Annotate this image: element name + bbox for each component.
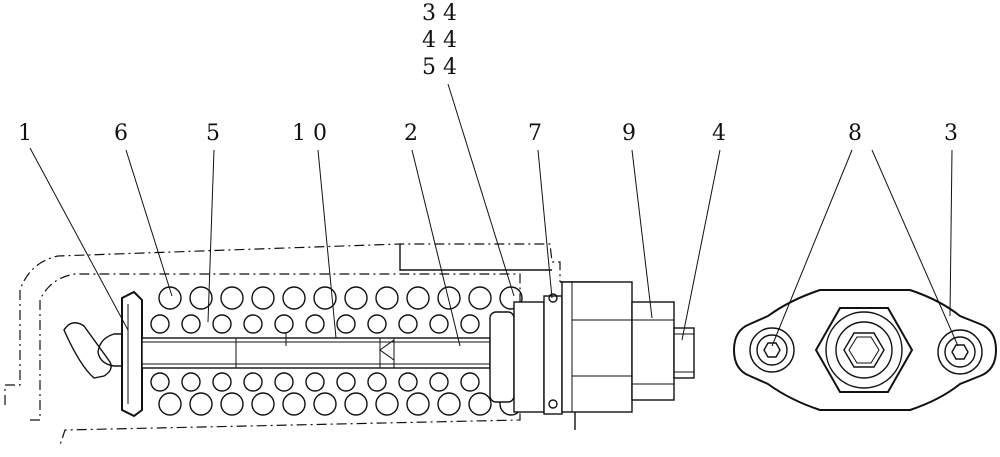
inner-spring-coil-top bbox=[181, 314, 201, 334]
outer-spring-coil-bottom bbox=[158, 392, 182, 416]
valve-stem bbox=[141, 332, 491, 369]
inner-spring-coil-bottom bbox=[429, 372, 449, 392]
right-hex-socket-bolt bbox=[937, 329, 983, 375]
label-7: 7 bbox=[528, 121, 542, 146]
left-hex-socket-bolt bbox=[749, 327, 795, 373]
outer-spring-coil-top bbox=[344, 286, 368, 310]
flange-cover bbox=[732, 289, 998, 411]
outer-spring-coil-bottom bbox=[344, 392, 368, 416]
inner-spring-coil-bottom bbox=[336, 372, 356, 392]
outer-spring-coil-bottom bbox=[251, 392, 275, 416]
outer-spring-coil-top bbox=[406, 286, 430, 310]
inner-spring-coil-bottom bbox=[305, 372, 325, 392]
label-4: 4 bbox=[712, 121, 726, 146]
outer-spring-coil-top bbox=[282, 286, 306, 310]
inner-spring-coil-top bbox=[398, 314, 418, 334]
outer-spring-coil-bottom bbox=[406, 392, 430, 416]
inner-spring-coil-top bbox=[150, 314, 170, 334]
callout-labels: 1 6 5 1 0 2 3 4 4 4 5 4 7 9 4 8 3 bbox=[18, 1, 958, 146]
adjuster-body bbox=[561, 281, 633, 413]
inner-spring-coil-top bbox=[243, 314, 263, 334]
outer-spring-coil-top bbox=[437, 286, 461, 310]
outer-spring-coil-top bbox=[189, 286, 213, 310]
inner-spring-coil-bottom bbox=[274, 372, 294, 392]
inner-spring-coil-top bbox=[460, 314, 480, 334]
label-9: 9 bbox=[622, 121, 636, 146]
inner-spring-coil-top bbox=[429, 314, 449, 334]
inner-spring-coil-bottom bbox=[243, 372, 263, 392]
left-seat bbox=[63, 290, 143, 418]
label-54: 5 4 bbox=[422, 55, 457, 80]
lock-nut bbox=[631, 301, 675, 401]
outer-spring-coil-top bbox=[468, 286, 492, 310]
inner-spring-coil-bottom bbox=[367, 372, 387, 392]
label-5: 5 bbox=[206, 121, 220, 146]
inner-spring-coil-top bbox=[212, 314, 232, 334]
leader-lines bbox=[29, 83, 959, 347]
outer-spring-coil-top bbox=[313, 286, 337, 310]
inner-spring-coil-bottom bbox=[460, 372, 480, 392]
inner-spring-coil-bottom bbox=[398, 372, 418, 392]
spring-retainer bbox=[489, 301, 545, 413]
inner-spring-coil-bottom bbox=[150, 372, 170, 392]
outer-spring-coil-top bbox=[251, 286, 275, 310]
inner-spring-coil-top bbox=[305, 314, 325, 334]
outer-spring-coil-bottom bbox=[375, 392, 399, 416]
outer-spring-coil-bottom bbox=[437, 392, 461, 416]
inner-spring-coil-top bbox=[367, 314, 387, 334]
inner-spring bbox=[150, 314, 480, 392]
outer-spring-coil-bottom bbox=[220, 392, 244, 416]
outer-spring-coil-top bbox=[375, 286, 399, 310]
outer-spring-coil-bottom bbox=[313, 392, 337, 416]
inner-spring-coil-top bbox=[274, 314, 294, 334]
inner-spring-coil-bottom bbox=[181, 372, 201, 392]
center-hex-plug bbox=[814, 307, 914, 393]
outer-spring-coil-bottom bbox=[282, 392, 306, 416]
outer-spring-coil-bottom bbox=[468, 392, 492, 416]
label-2: 2 bbox=[404, 121, 418, 146]
outer-spring-coil-top bbox=[220, 286, 244, 310]
label-6: 6 bbox=[114, 121, 128, 146]
outer-spring-coil-bottom bbox=[189, 392, 213, 416]
label-10: 1 0 bbox=[292, 121, 327, 146]
adjusting-screw bbox=[673, 327, 695, 379]
inner-spring-coil-bottom bbox=[212, 372, 232, 392]
outer-spring bbox=[158, 286, 523, 416]
inner-spring-coil-top bbox=[336, 314, 356, 334]
label-34: 3 4 bbox=[422, 1, 457, 26]
label-44: 4 4 bbox=[422, 28, 457, 53]
outer-spring-coil-top bbox=[158, 286, 182, 310]
label-8: 8 bbox=[848, 121, 862, 146]
label-3: 3 bbox=[944, 121, 958, 146]
label-1: 1 bbox=[18, 121, 32, 146]
